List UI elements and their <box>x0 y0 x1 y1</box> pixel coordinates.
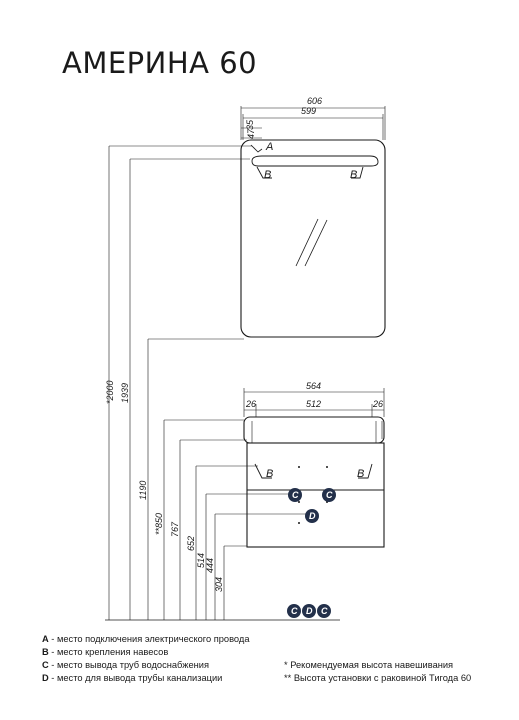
marker-b-mirror-left: B <box>264 169 271 181</box>
legend-item-d: D - место для вывода трубы канализации <box>42 673 223 683</box>
height-767: 767 <box>170 521 180 537</box>
dim-cabinet-width-inner: 512 <box>306 399 321 409</box>
legend: A - место подключения электрического про… <box>42 633 250 685</box>
height-444: 444 <box>205 558 215 573</box>
svg-text:C: C <box>326 490 333 500</box>
height-514: 514 <box>196 553 206 568</box>
svg-text:D: D <box>309 511 316 521</box>
marker-b-cabinet-right: B <box>357 468 364 480</box>
dim-mirror-offset-1: 35 <box>245 119 255 130</box>
height-652: 652 <box>186 536 196 551</box>
marker-d-floor: D <box>302 604 316 618</box>
cabinet-hinge-right <box>358 463 373 479</box>
dim-mirror-offset-2: 47 <box>246 128 256 139</box>
mirror-hinge-right <box>351 166 364 179</box>
height-1939: 1939 <box>120 383 130 403</box>
marker-c-left: C <box>288 488 302 502</box>
svg-text:C: C <box>292 490 299 500</box>
legend-item-a: A - место подключения электрического про… <box>42 634 250 644</box>
dim-mirror-width-inner: 599 <box>301 106 316 116</box>
svg-text:D: D <box>306 606 313 616</box>
marker-c-floor-left: C <box>287 604 301 618</box>
marker-b-mirror-right: B <box>350 169 357 181</box>
notes: * Рекомендуемая высота навешивания ** Вы… <box>284 659 471 685</box>
note-install-height: ** Высота установки с раковиной Тигода 6… <box>284 673 472 683</box>
svg-text:C: C <box>321 606 328 616</box>
height-2000: *2000 <box>105 380 115 404</box>
marker-a: A <box>265 141 273 153</box>
mirror-hinge-left <box>256 166 272 179</box>
height-1190: 1190 <box>138 481 148 500</box>
dim-mirror-width-total: 606 <box>307 96 322 106</box>
legend-item-b: B - место крепления навесов <box>42 647 169 657</box>
legend-item-c: C - место вывода труб водоснабжения <box>42 660 210 670</box>
marker-d-cabinet: D <box>305 509 319 523</box>
page-title: АМЕРИНА 60 <box>62 46 258 80</box>
height-304: 304 <box>214 577 224 592</box>
marker-b-cabinet-left: B <box>266 468 273 480</box>
dim-cabinet-side-left: 26 <box>245 399 256 409</box>
note-recommended-height: * Рекомендуемая высота навешивания <box>284 660 454 670</box>
height-850: **850 <box>154 513 164 535</box>
cabinet-hinge-left <box>254 463 272 479</box>
dim-cabinet-side-right: 26 <box>372 399 383 409</box>
marker-c-floor-right: C <box>317 604 331 618</box>
marker-c-right: C <box>322 488 336 502</box>
cabinet-countertop <box>243 416 385 444</box>
mirror-light-slot <box>251 155 379 167</box>
mirror-reflection-mark-2 <box>304 219 328 267</box>
cabinet-body <box>246 442 385 548</box>
svg-text:C: C <box>291 606 298 616</box>
mirror-outline <box>240 139 386 338</box>
mirror-reflection-mark <box>295 218 319 267</box>
dim-cabinet-width-total: 564 <box>306 381 321 391</box>
